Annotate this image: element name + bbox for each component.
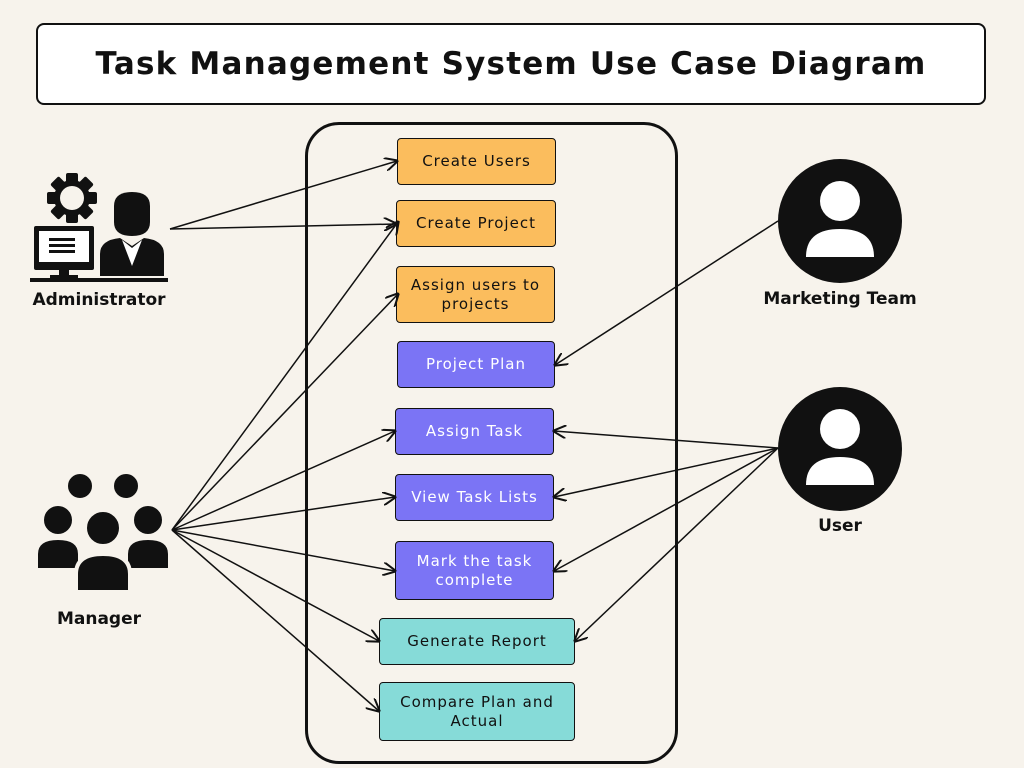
actor-label-administrator: Administrator (32, 290, 166, 310)
team-group-icon (36, 470, 172, 592)
use-case-project-plan: Project Plan (397, 341, 555, 388)
use-case-create-users: Create Users (397, 138, 556, 185)
diagram-title: Task Management System Use Case Diagram (95, 46, 927, 82)
marketing-team-person-icon (778, 159, 902, 283)
user-person-icon (778, 387, 902, 511)
actor-label-user: User (818, 516, 862, 536)
use-case-assign-task: Assign Task (395, 408, 554, 455)
use-case-view-task-lists: View Task Lists (395, 474, 554, 521)
actor-label-manager: Manager (56, 609, 142, 629)
use-case-generate-report: Generate Report (379, 618, 575, 665)
use-case-mark-task-complete: Mark the task complete (395, 541, 554, 600)
title-box: Task Management System Use Case Diagram (36, 23, 986, 105)
use-case-compare-plan-and-actual: Compare Plan and Actual (379, 682, 575, 741)
admin-computer-icon (30, 173, 168, 282)
use-case-assign-users-to-projects: Assign users to projects (396, 266, 555, 323)
use-case-create-project: Create Project (396, 200, 556, 247)
actor-label-marketing-team: Marketing Team (763, 289, 917, 309)
